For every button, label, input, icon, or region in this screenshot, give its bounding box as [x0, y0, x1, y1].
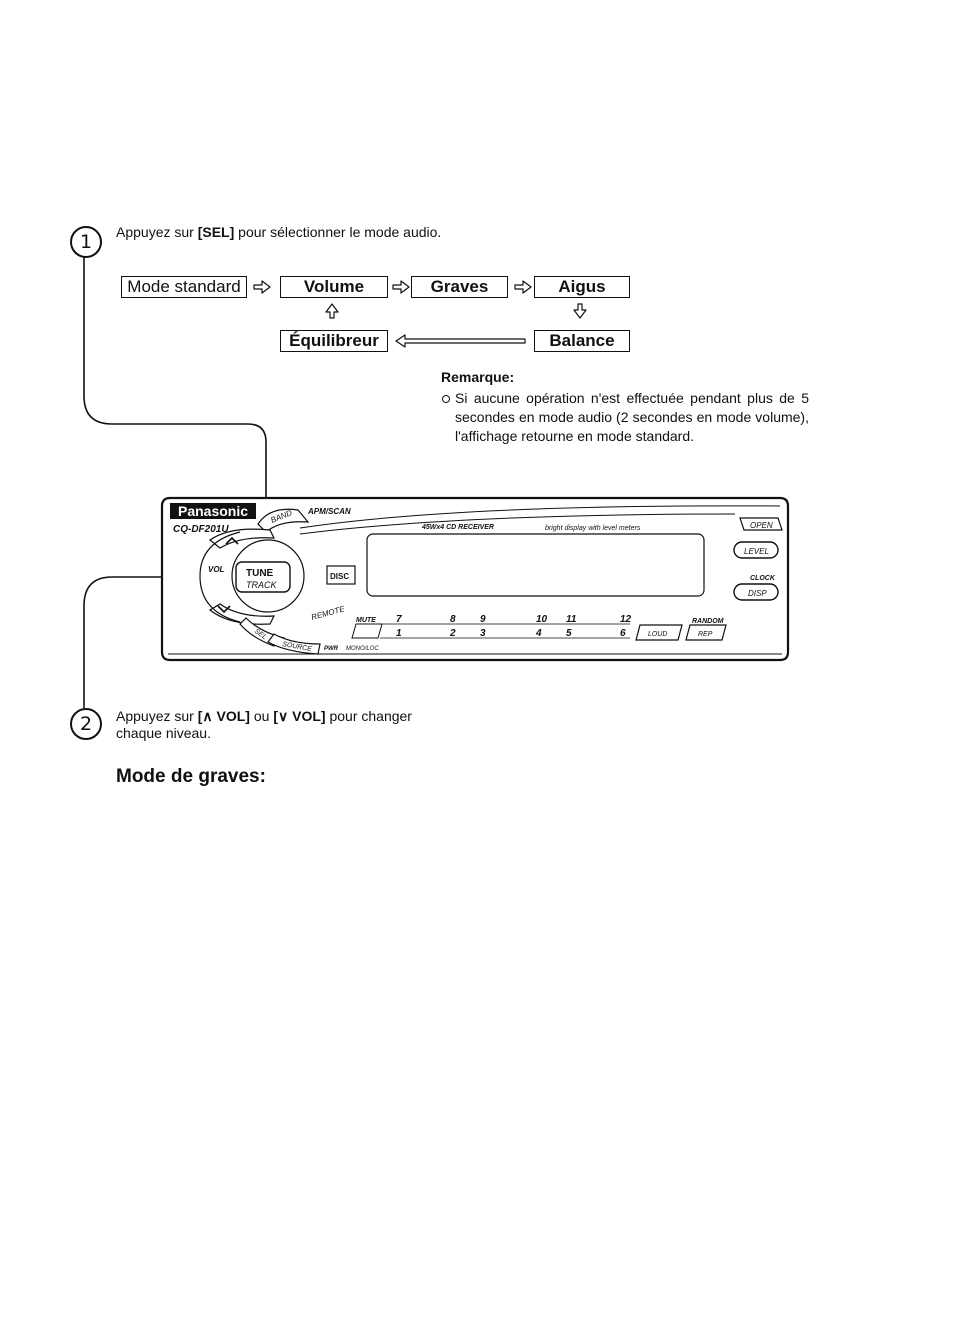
- clock-label: CLOCK: [750, 575, 776, 582]
- lcd-display: [366, 533, 705, 597]
- pwr-label: PWR: [324, 646, 339, 652]
- preset-3-label: 3: [480, 628, 486, 639]
- tune-track-button: [235, 561, 291, 593]
- step-1-text-post: pour sélectionner le mode audio.: [234, 224, 442, 240]
- panasonic-logo: [170, 503, 256, 519]
- arrow-up-icon: [325, 303, 339, 319]
- disp-button: [733, 583, 779, 601]
- mute-button: [351, 623, 383, 639]
- section-title: Mode de graves:: [116, 766, 266, 787]
- preset-8-label: 8: [450, 614, 456, 625]
- step-2-text-post: pour changer chaque niveau.: [116, 708, 412, 741]
- disc-logo-icon: [326, 565, 356, 585]
- loud-label: LOUD: [648, 631, 667, 638]
- preset-6-label: 6: [620, 628, 626, 639]
- step-2-text-mid: ou: [249, 708, 274, 724]
- track-label: TRACK: [246, 580, 277, 590]
- car-stereo-front-panel: Panasonic CQ-DF201U BAND APM/SCAN 45Wx4 …: [160, 496, 790, 662]
- arrow-right-icon: [253, 280, 271, 294]
- product-label: 45Wx4 CD RECEIVER: [421, 524, 494, 531]
- flow-arrows: [83, 256, 587, 708]
- random-label: RANDOM: [692, 618, 724, 625]
- flow-box-volume: Volume: [280, 276, 388, 298]
- vol-up-key-label: [∧ VOL]: [197, 708, 250, 724]
- apm-scan-label: APM/SCAN: [307, 507, 351, 516]
- open-label: OPEN: [750, 521, 773, 530]
- level-button: [733, 541, 779, 559]
- step-2-number: 2: [70, 708, 102, 740]
- vol-label: VOL: [208, 565, 225, 574]
- preset-9-label: 9: [480, 614, 486, 625]
- disc-label: DISC: [330, 572, 349, 581]
- preset-12-label: 12: [620, 614, 632, 625]
- vol-down-key-label: [∨ VOL]: [273, 708, 326, 724]
- loud-button: [635, 624, 683, 641]
- sel-key-label: [SEL]: [197, 224, 235, 240]
- mono-loc-label: MONO/LOC: [346, 646, 379, 652]
- arrow-down-icon: [573, 303, 587, 319]
- preset-7-label: 7: [396, 614, 402, 625]
- rep-label: REP: [698, 631, 713, 638]
- brand-logo-text: Panasonic: [178, 503, 248, 519]
- preset-4-label: 4: [535, 628, 542, 639]
- arrow-right-icon: [514, 280, 532, 294]
- band-button: [257, 508, 310, 533]
- mute-label: MUTE: [356, 617, 376, 624]
- tune-label: TUNE: [246, 568, 274, 579]
- source-button: [267, 633, 321, 655]
- flow-box-graves: Graves: [411, 276, 508, 298]
- level-label: LEVEL: [744, 547, 769, 556]
- open-button: [739, 517, 783, 531]
- arrow-right-icon: [392, 280, 410, 294]
- preset-1-label: 1: [396, 628, 402, 639]
- flow-box-standard: Mode standard: [121, 276, 247, 298]
- preset-2-label: 2: [449, 628, 456, 639]
- remark-title: Remarque:: [441, 369, 515, 385]
- arrow-left-icon: [395, 334, 526, 348]
- preset-5-label: 5: [566, 628, 572, 639]
- model-label: CQ-DF201U: [173, 524, 229, 535]
- preset-10-label: 10: [536, 614, 548, 625]
- flow-box-equilibreur: Équilibreur: [280, 330, 388, 352]
- step-2-instruction: Appuyez sur [∧ VOL] ou [∨ VOL] pour chan…: [116, 708, 456, 742]
- flow-box-aigus: Aigus: [534, 276, 630, 298]
- flow-box-balance: Balance: [534, 330, 630, 352]
- step-1-instruction: Appuyez sur [SEL] pour sélectionner le m…: [116, 224, 448, 241]
- preset-11-label: 11: [566, 614, 577, 625]
- step-1-number: 1: [70, 226, 102, 258]
- disp-label: DISP: [748, 589, 767, 598]
- rep-button: [685, 624, 727, 641]
- bullet-icon: [442, 395, 450, 403]
- step-2-text-pre: Appuyez sur: [116, 708, 198, 724]
- step-1-text-pre: Appuyez sur: [116, 224, 198, 240]
- remark-text: Si aucune opération n'est effectuée pend…: [455, 390, 809, 444]
- tagline-label: bright display with level meters: [545, 525, 641, 532]
